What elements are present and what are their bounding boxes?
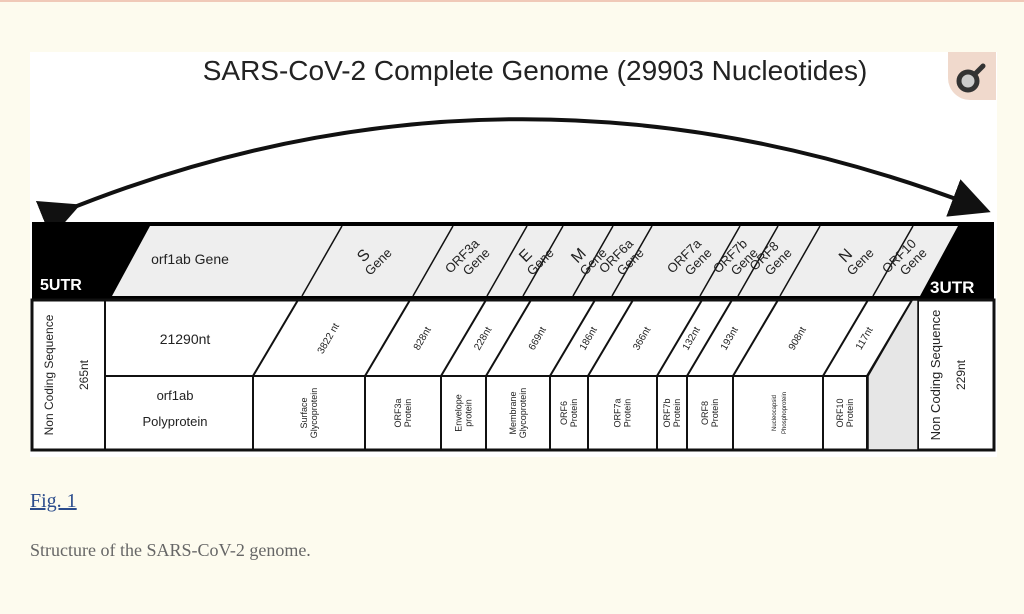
zoom-button[interactable] bbox=[948, 52, 996, 100]
gene-divider bbox=[779, 225, 821, 297]
protein-label: ORF3aProtein bbox=[393, 398, 413, 427]
length-divider bbox=[686, 299, 733, 377]
length-divider bbox=[866, 299, 913, 377]
protein-label: SurfaceGlycoprotein bbox=[299, 388, 319, 439]
gene-divider bbox=[572, 225, 614, 297]
utr5-label: 5UTR bbox=[40, 277, 82, 294]
orf1ab-protein-line1: orf1ab bbox=[157, 388, 194, 403]
length-divider bbox=[587, 299, 634, 377]
length-divider bbox=[822, 299, 869, 377]
protein-label: ORF6Protein bbox=[559, 399, 579, 428]
protein-label: Envelopeprotein bbox=[454, 394, 474, 432]
figure-caption: Structure of the SARS-CoV-2 genome. bbox=[30, 540, 311, 560]
gene-divider bbox=[522, 225, 564, 297]
utr3-label: 3UTR bbox=[930, 278, 974, 297]
length-divider bbox=[549, 299, 596, 377]
length-divider bbox=[364, 299, 411, 377]
gene-divider bbox=[699, 225, 741, 297]
length-divider bbox=[485, 299, 532, 377]
figure-title: SARS-CoV-2 Complete Genome (29903 Nucleo… bbox=[203, 55, 868, 86]
length-divider bbox=[732, 299, 779, 377]
protein-label: ORF7aProtein bbox=[613, 398, 633, 427]
utr3-nt: 229nt bbox=[954, 359, 968, 390]
orf1ab-nt: 21290nt bbox=[160, 331, 211, 347]
length-divider bbox=[252, 299, 299, 377]
protein-label: MembraneGlycoprotein bbox=[508, 388, 528, 439]
orf1ab-gene-label: orf1ab Gene bbox=[151, 251, 229, 267]
gene-divider bbox=[486, 225, 528, 297]
protein-label: ORF10Protein bbox=[835, 398, 855, 427]
protein-label: ORF7bProtein bbox=[662, 398, 682, 427]
length-divider bbox=[656, 299, 703, 377]
top-border bbox=[0, 0, 1024, 2]
utr3-desc: Non Coding Sequence bbox=[928, 310, 943, 441]
figure-link[interactable]: Fig. 1 bbox=[30, 490, 77, 512]
length-divider bbox=[440, 299, 487, 377]
utr5-nt: 265nt bbox=[77, 359, 91, 390]
gene-header-row bbox=[112, 226, 958, 296]
gene-divider bbox=[412, 225, 454, 297]
gene-divider bbox=[611, 225, 653, 297]
gene-divider bbox=[301, 225, 343, 297]
utr5-desc: Non Coding Sequence bbox=[42, 314, 56, 435]
magnify-icon bbox=[956, 63, 986, 93]
gene-divider bbox=[737, 225, 779, 297]
gene-divider bbox=[872, 225, 914, 297]
protein-label: ORF8Protein bbox=[700, 399, 720, 428]
orf1ab-protein-line2: Polyprotein bbox=[142, 414, 207, 429]
genome-arrow bbox=[35, 117, 991, 239]
